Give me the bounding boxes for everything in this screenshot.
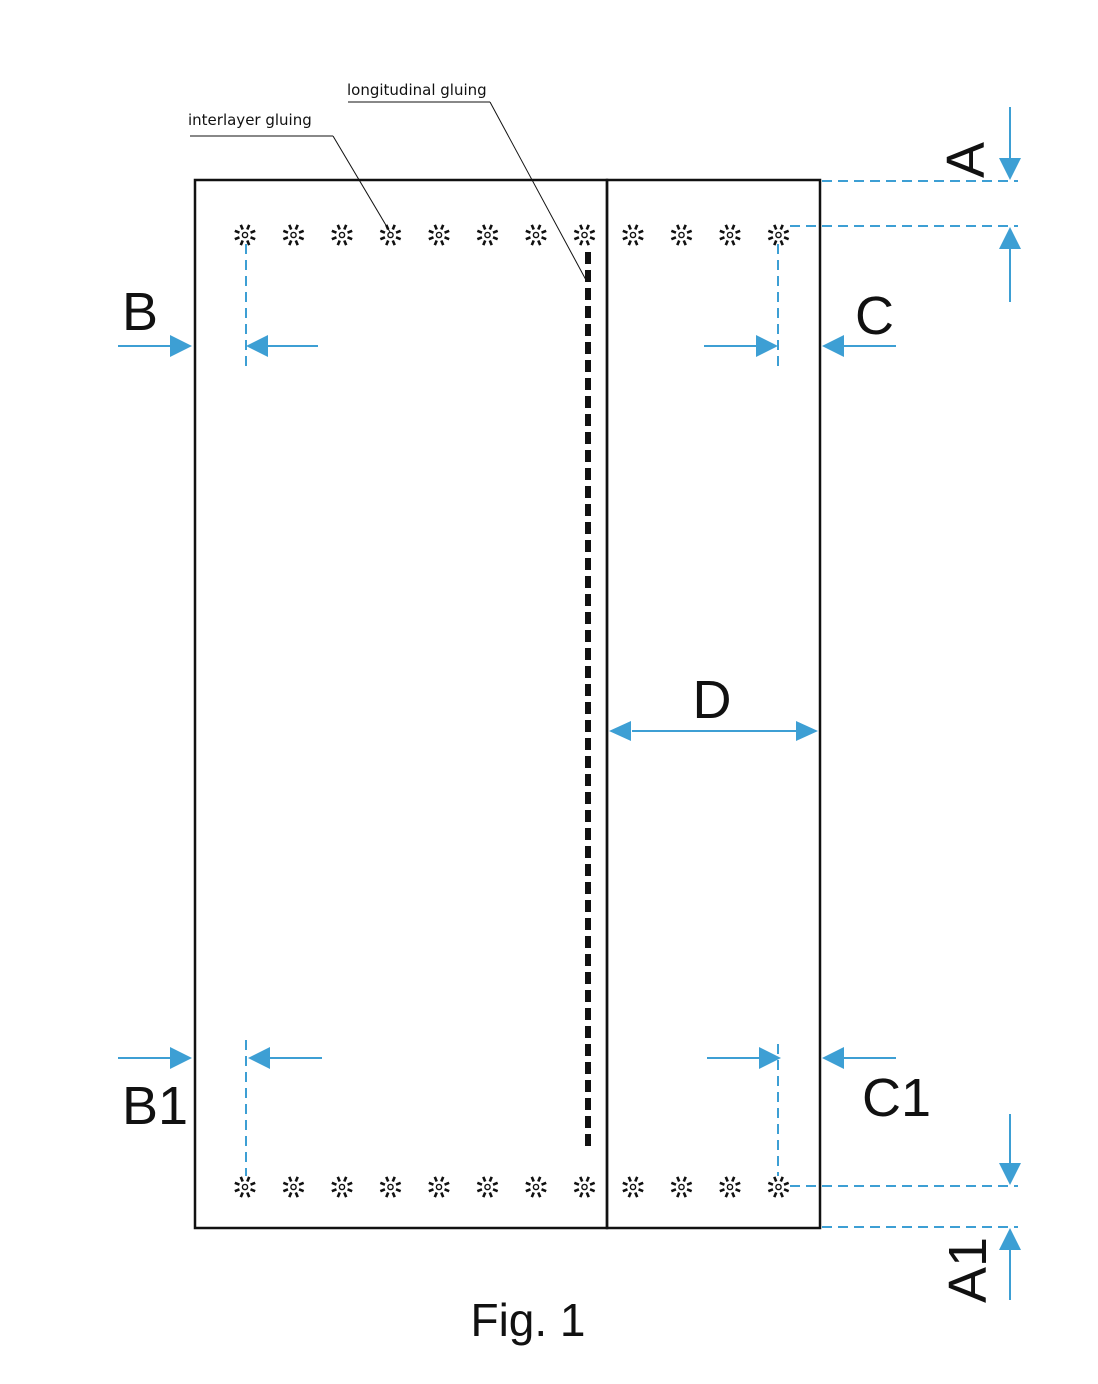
glue-mark [573, 1176, 596, 1198]
glue-mark [573, 224, 596, 246]
glue-mark [234, 1176, 256, 1198]
dimension-a1-label: A1 [938, 1237, 998, 1303]
dimension-a-label: A [936, 142, 996, 178]
dimension-c: C [704, 244, 896, 370]
right-panel [605, 178, 822, 1230]
bottom-glue-marks [234, 1176, 790, 1198]
glue-mark [525, 224, 547, 246]
glue-mark [379, 224, 402, 246]
dimension-d: D [609, 670, 818, 741]
glue-mark [234, 224, 256, 246]
longitudinal-label: longitudinal gluing [347, 81, 487, 99]
glue-mark [767, 224, 790, 246]
glue-mark [622, 224, 644, 246]
dimension-b1: B1 [118, 1040, 322, 1176]
dimension-c1-label: C1 [862, 1068, 931, 1128]
dimension-d-label: D [693, 670, 732, 730]
glue-mark [670, 1176, 693, 1198]
figure-caption: Fig. 1 [470, 1294, 585, 1346]
glue-mark [719, 224, 741, 246]
glue-mark [331, 224, 353, 246]
dimension-b1-label: B1 [122, 1076, 188, 1136]
glue-mark [719, 1176, 741, 1198]
interlayer-callout: interlayer gluing [188, 111, 391, 233]
dimension-b: B [118, 244, 318, 370]
glue-mark [622, 1176, 644, 1198]
glue-mark [670, 224, 693, 246]
left-panel [193, 178, 609, 1230]
top-glue-marks [234, 224, 790, 246]
glue-mark [428, 1176, 450, 1198]
glue-mark [476, 224, 499, 246]
longitudinal-callout: longitudinal gluing [347, 81, 587, 281]
glue-mark [767, 1176, 790, 1198]
dimension-a1: A1 [790, 1114, 1021, 1303]
dimension-a: A [790, 107, 1021, 302]
glue-mark [476, 1176, 499, 1198]
glue-mark [282, 1176, 305, 1198]
dimension-c1: C1 [707, 1044, 931, 1176]
glue-mark [428, 224, 450, 246]
glue-mark [525, 1176, 547, 1198]
glue-mark [379, 1176, 402, 1198]
glue-mark [331, 1176, 353, 1198]
dimension-b-label: B [122, 282, 158, 342]
interlayer-label: interlayer gluing [188, 111, 312, 129]
glue-mark [282, 224, 305, 246]
dimension-c-label: C [855, 286, 894, 346]
